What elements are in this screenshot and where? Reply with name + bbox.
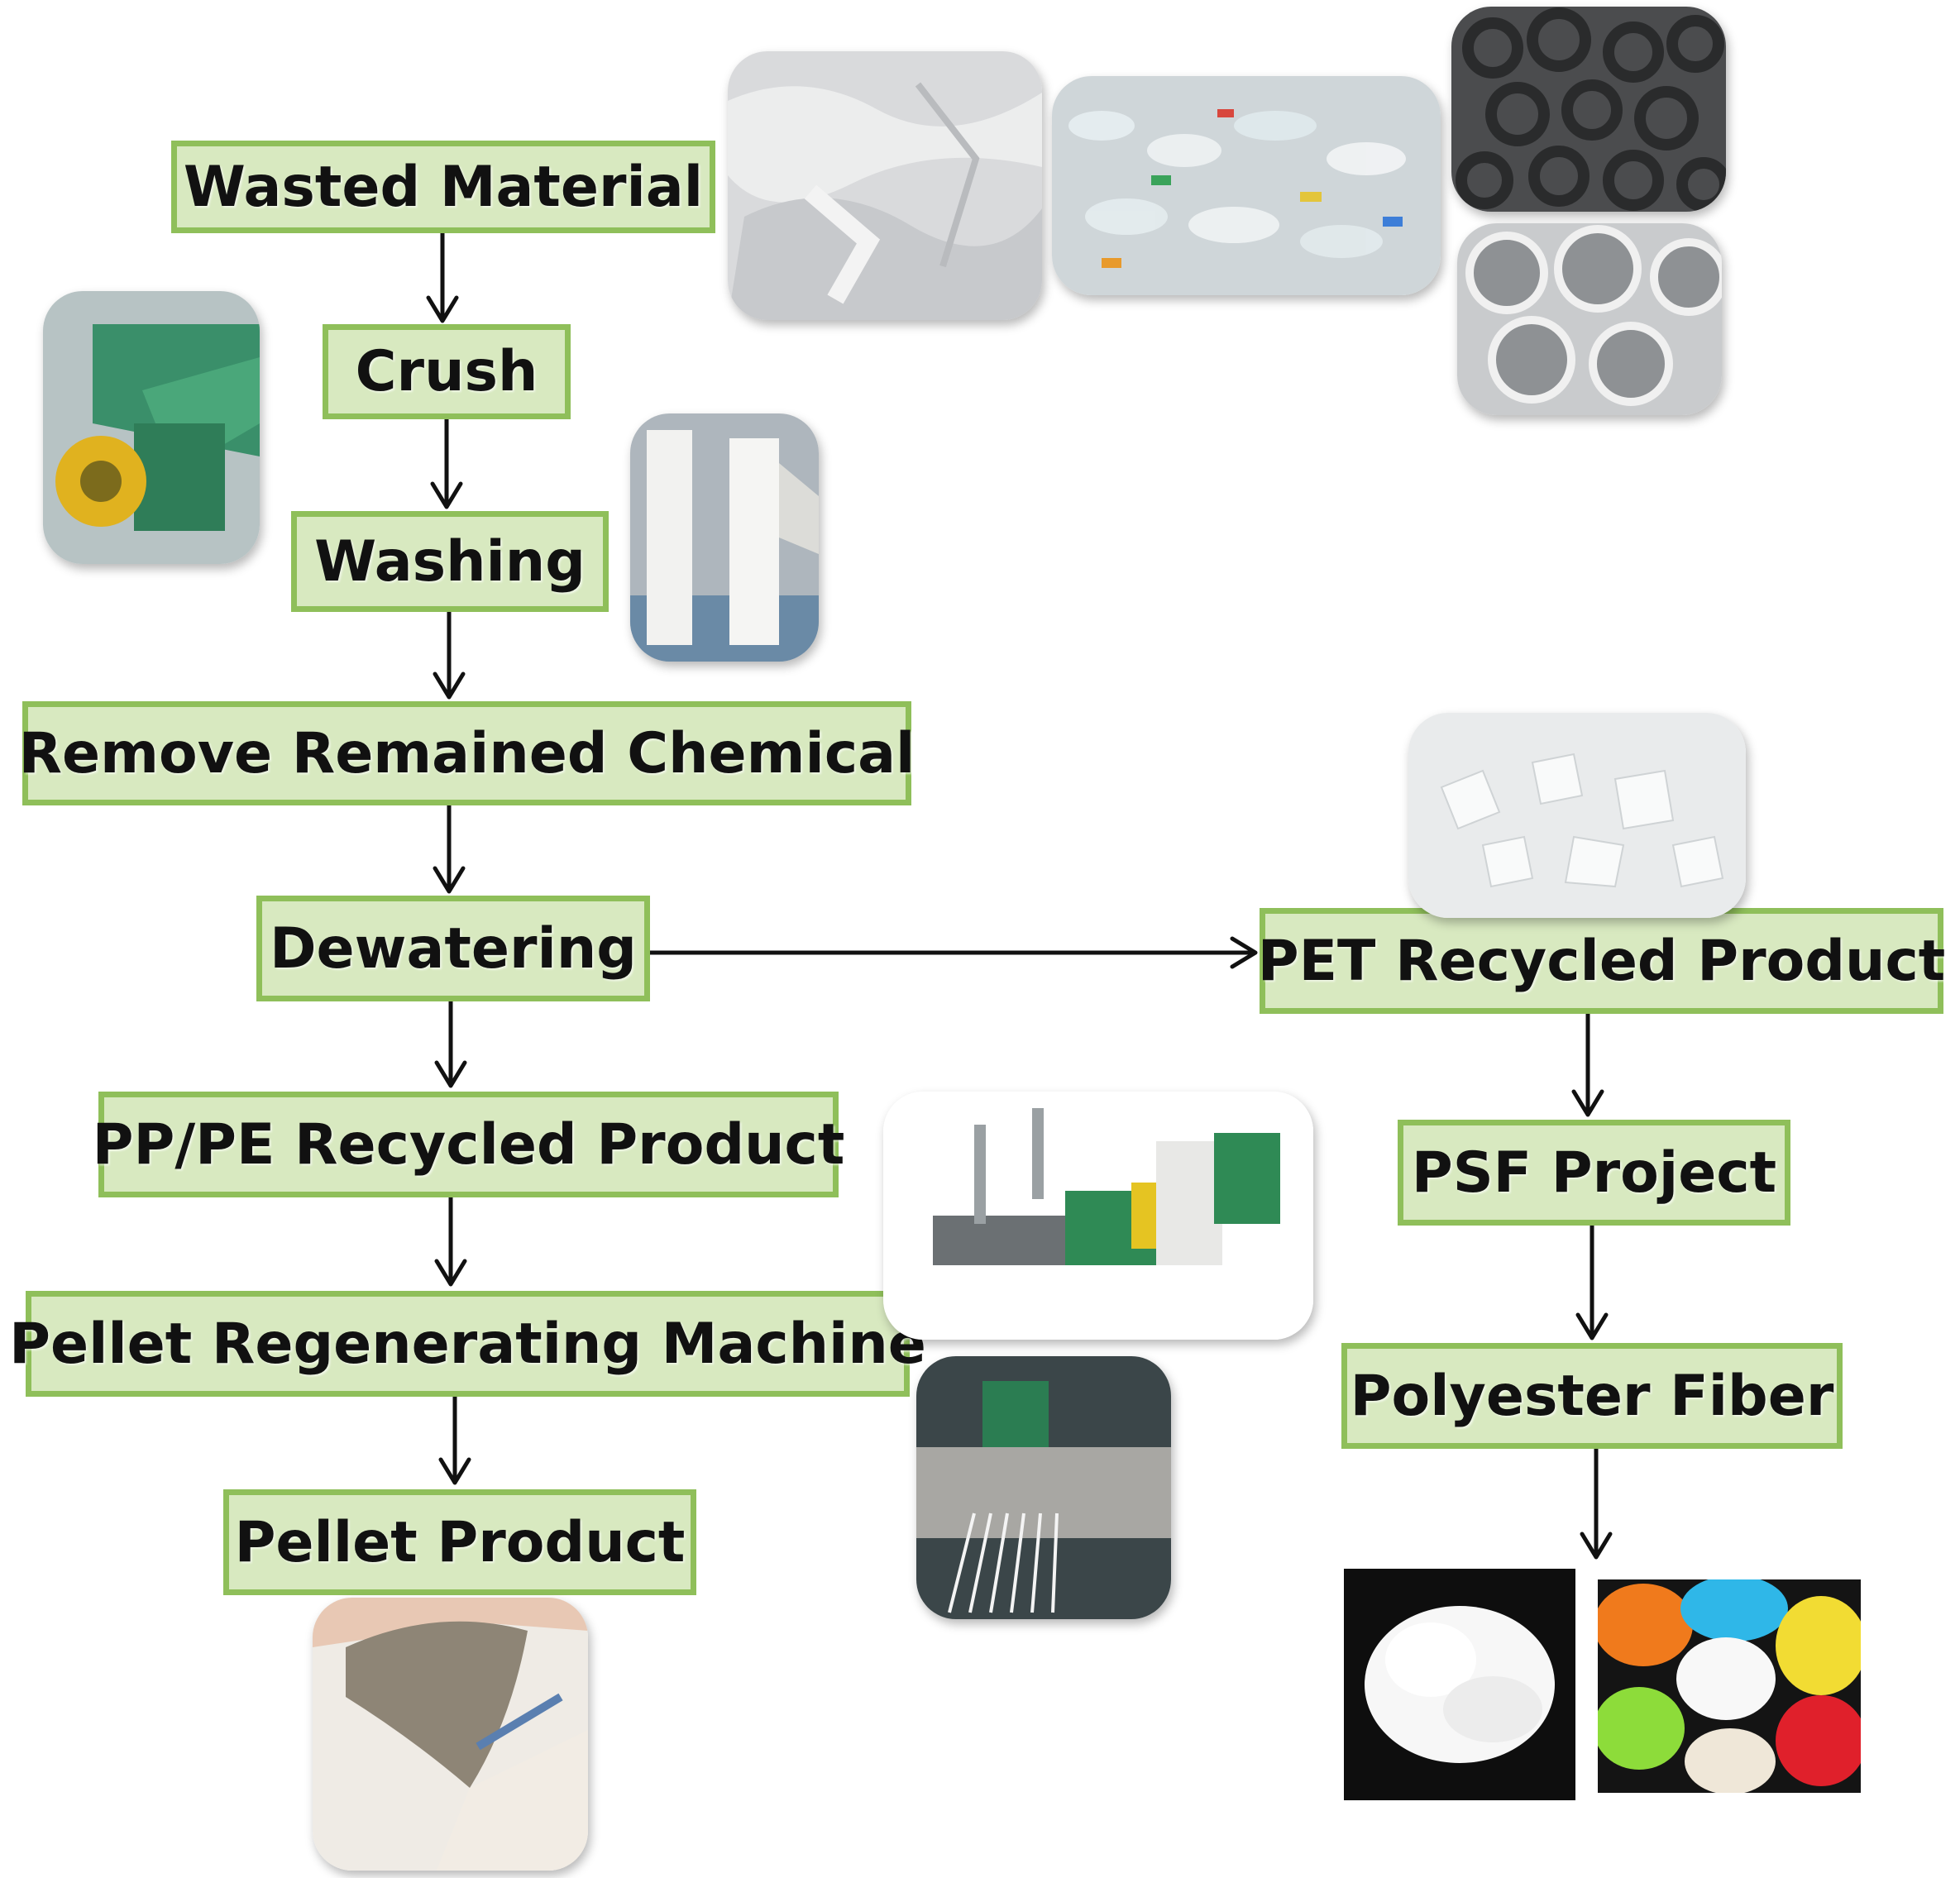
- step-pellet-product: Pellet Product: [223, 1489, 696, 1595]
- extruder-line-photo: [883, 1092, 1313, 1340]
- step-pp-pe-recycled-product: PP/PE Recycled Product: [93, 1092, 844, 1197]
- pellet-bag-photo: [313, 1598, 588, 1871]
- washing-tanks-photo: [630, 413, 819, 662]
- plastic-bottles-photo: [1052, 76, 1441, 295]
- strand-die-photo: [916, 1356, 1171, 1619]
- pet-flakes-photo: [1408, 713, 1746, 918]
- step-dewatering: Dewatering: [256, 896, 650, 1001]
- crusher-machine-photo: [43, 291, 260, 564]
- step-wasted-material: Wasted Material: [171, 141, 715, 233]
- rubber-tires-photo: [1451, 7, 1726, 212]
- step-polyester-fiber: Polyester Fiber: [1341, 1343, 1843, 1449]
- white-fiber-photo: [1344, 1569, 1575, 1800]
- colored-fiber-photo: [1598, 1579, 1861, 1793]
- step-crush: Crush: [323, 324, 571, 419]
- step-pet-recycled-product: PET Recycled Product: [1258, 908, 1945, 1014]
- step-washing: Washing: [291, 511, 609, 612]
- white-pipes-photo: [1457, 223, 1722, 415]
- woven-plastic-bags-photo: [728, 51, 1042, 320]
- step-psf-project: PSF Project: [1398, 1120, 1790, 1226]
- step-remove-remained-chemical: Remove Remained Chemical: [19, 701, 915, 805]
- step-pellet-regenerating-machine: Pellet Regenerating Machine: [9, 1291, 926, 1397]
